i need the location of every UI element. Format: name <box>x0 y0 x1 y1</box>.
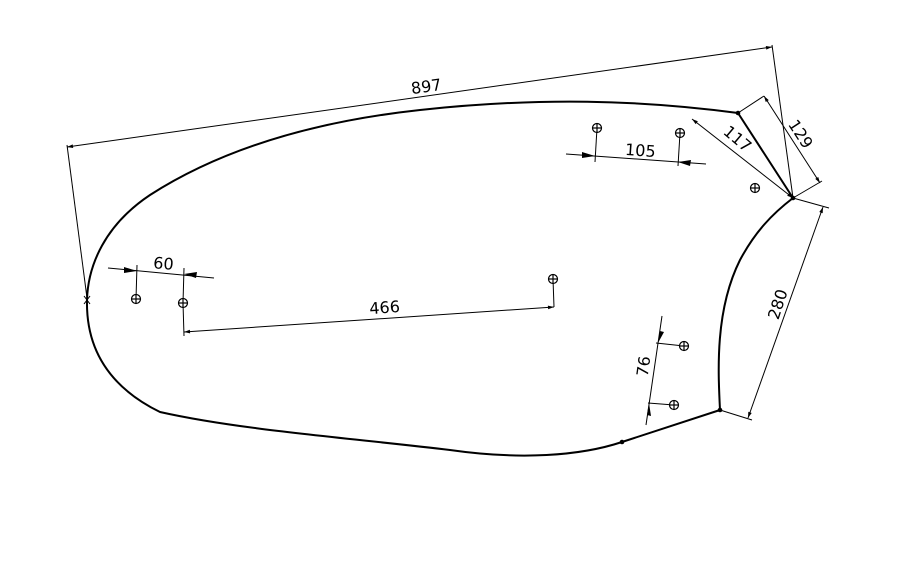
dimension-label: 60 <box>153 253 175 274</box>
dimension-label: 129 <box>784 116 817 152</box>
dimension-label: 76 <box>633 355 655 378</box>
dimension-label: 280 <box>764 287 792 322</box>
dimension-right-curve-chord: 280 <box>719 197 830 421</box>
vertex-marker <box>619 439 625 445</box>
hole-marker <box>749 182 761 194</box>
dimension-label: 466 <box>369 297 401 318</box>
dimension-label: 117 <box>720 122 756 156</box>
dimension-hole-to-corner: 117 <box>691 118 794 199</box>
dimension-label: 105 <box>624 140 656 161</box>
dimension-top-hole-spacing: 105 <box>565 127 707 167</box>
hole-marker <box>130 293 142 305</box>
dimension-right-hole-spacing: 76 <box>633 315 685 426</box>
hole-marker <box>591 122 603 134</box>
hole-marker <box>668 399 680 411</box>
dimension-label: 897 <box>410 75 443 98</box>
dimension-overall-length: 897 <box>66 44 794 299</box>
hole-marker <box>547 273 559 285</box>
hole-marker <box>678 340 690 352</box>
dimension-top-right-edge: 129 <box>737 95 823 199</box>
part-outline <box>85 100 794 457</box>
hole-marker <box>177 297 189 309</box>
hole-marker <box>674 127 686 139</box>
dimension-hole-span: 466 <box>182 278 555 337</box>
dimension-left-hole-spacing: 60 <box>107 253 215 304</box>
